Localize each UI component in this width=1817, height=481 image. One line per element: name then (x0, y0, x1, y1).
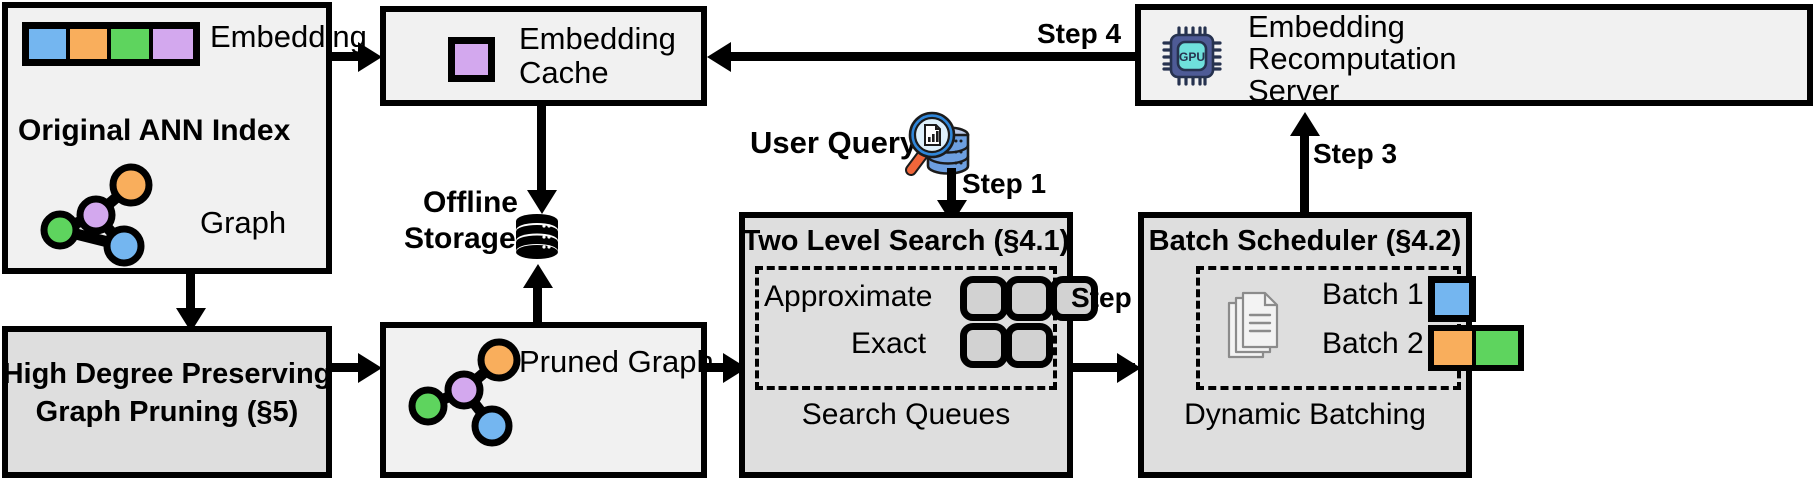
database-cylinder-icon (516, 214, 558, 259)
queue-slot[interactable] (1005, 276, 1053, 321)
two-level-search-title: Two Level Search (§4.1) (742, 225, 1070, 257)
arrow-prunedgraph-to-storage-line (533, 280, 542, 326)
batch-2-swatch-orange (1434, 331, 1477, 365)
search-row-approximate-label: Approximate (764, 280, 933, 313)
arrow-pruning-to-prunedgraph-head (358, 353, 382, 383)
step1-label: Step 1 (962, 168, 1047, 199)
recomputation-server-box[interactable] (1135, 4, 1813, 106)
dynamic-batching-footer: Dynamic Batching (1184, 398, 1426, 431)
embedding-swatch-green (111, 29, 153, 59)
arrow-cache-to-storage-line (537, 106, 546, 198)
arrow-cache-to-storage-head (527, 190, 557, 214)
graph-pruning-title-line1: High Degree Preserving (2, 358, 332, 390)
pruned-graph-label: Pruned Graph (519, 344, 714, 379)
recomputation-server-title-line2: Recomputation (1248, 41, 1457, 76)
embedding-cache-swatch (448, 37, 495, 82)
batch-2-swatches (1428, 325, 1524, 371)
user-query-label: User Query (750, 125, 918, 160)
arrow-step2-head (1117, 353, 1141, 383)
embedding-swatch-blue (29, 29, 71, 59)
arrow-prunedgraph-to-storage-head (523, 264, 553, 288)
batch-scheduler-title: Batch Scheduler (§4.2) (1148, 225, 1462, 257)
recomputation-server-title-line3: Server (1248, 73, 1340, 108)
search-row-exact-label: Exact (851, 327, 927, 360)
arrow-step4-head (707, 42, 731, 72)
arrow-index-to-cache-line (332, 52, 370, 61)
step4-label: Step 4 (1037, 18, 1122, 49)
graph-pruning-box[interactable] (2, 326, 332, 478)
recomputation-server-title-line1: Embedding (1248, 9, 1405, 44)
original-ann-index-title: Original ANN Index (18, 114, 291, 147)
documents-stack-icon (1227, 291, 1279, 359)
embedding-cache-title-line1: Embedding (519, 21, 676, 56)
gpu-icon-text: GPU (1179, 50, 1205, 64)
arrow-step1-line (947, 168, 956, 206)
search-row-exact-slots[interactable] (960, 323, 1053, 368)
embedding-label: Embedding (210, 19, 367, 54)
embedding-swatch-strip (22, 22, 200, 66)
queue-slot[interactable] (1050, 276, 1098, 321)
embedding-cache-title-line2: Cache (519, 55, 609, 90)
arrow-index-to-pruning-line (186, 274, 195, 312)
batch-2-swatch-green (1476, 331, 1518, 365)
arrow-step2-line (1073, 363, 1135, 372)
arrow-step3-head (1290, 112, 1320, 136)
arrow-pruning-to-prunedgraph-line (332, 363, 374, 372)
embedding-swatch-purple (152, 29, 193, 59)
arrow-step3-line (1300, 130, 1309, 212)
queue-slot[interactable] (960, 276, 1008, 321)
query-search-database-icon (905, 111, 970, 176)
graph-pruning-title-line2: Graph Pruning (§5) (35, 396, 299, 428)
graph-label: Graph (200, 205, 287, 240)
batch-1-label: Batch 1 (1322, 278, 1424, 311)
offline-storage-label-line2: Storage (404, 222, 516, 255)
original-graph-glyph (40, 163, 153, 267)
batch-2-label: Batch 2 (1322, 327, 1424, 360)
gpu-chip-icon: GPU (1162, 26, 1222, 86)
pruned-graph-glyph (408, 338, 521, 447)
search-queues-footer: Search Queues (801, 398, 1011, 431)
step3-label: Step 3 (1313, 138, 1398, 169)
arrow-index-to-cache-head (358, 42, 382, 72)
embedding-swatch-orange (70, 29, 112, 59)
batch-scheduler-box[interactable] (1138, 212, 1472, 478)
embedding-cache-box[interactable] (380, 6, 707, 106)
queue-slot[interactable] (960, 323, 1008, 368)
search-row-approximate-slots[interactable] (960, 276, 1098, 321)
batch-1-swatch-blue (1428, 276, 1476, 322)
arrow-step4-line (723, 52, 1135, 61)
queue-slot[interactable] (1005, 323, 1053, 368)
search-queues-dashed-region (755, 266, 1057, 390)
offline-storage-label-line1: Offline (423, 186, 518, 219)
